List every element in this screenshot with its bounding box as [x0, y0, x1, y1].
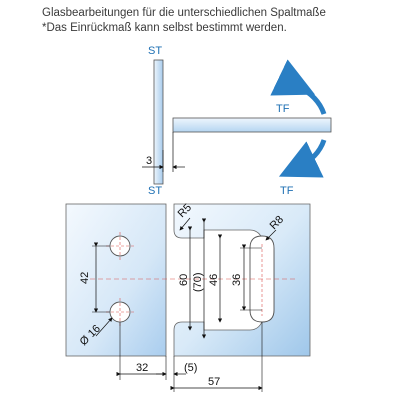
- top-st-label: ST: [148, 45, 162, 57]
- dim-46: 46: [208, 274, 220, 286]
- front-view: ST TF 42 Ø 16 R5 R8 60: [65, 185, 311, 392]
- dim-60: 60: [178, 274, 190, 286]
- top-tf-label: TF: [276, 103, 290, 115]
- st-glass-panel: [65, 203, 167, 357]
- dim-5: (5): [184, 362, 197, 374]
- header-line-2: *Das Einrückmaß kann selbst bestimmt wer…: [42, 22, 287, 34]
- tf-glass-edge: [172, 117, 332, 133]
- dim-57: 57: [208, 376, 220, 388]
- front-st-label: ST: [148, 185, 162, 197]
- dim-32: 32: [136, 362, 148, 374]
- dim-70: (70): [192, 272, 204, 292]
- dim-42: 42: [79, 272, 91, 284]
- rotation-arrow-down-icon: [278, 139, 327, 178]
- st-glass-edge: [153, 59, 164, 185]
- top-view: ST TF 3: [142, 45, 332, 185]
- header-line-1: Glasbearbeitungen für die unterschiedlic…: [42, 7, 326, 19]
- gap-dimension: 3: [146, 155, 152, 167]
- rotation-arrow-up-icon: [270, 59, 327, 115]
- header: Glasbearbeitungen für die unterschiedlic…: [42, 6, 398, 36]
- front-tf-label: TF: [280, 185, 294, 197]
- dim-36: 36: [231, 274, 243, 286]
